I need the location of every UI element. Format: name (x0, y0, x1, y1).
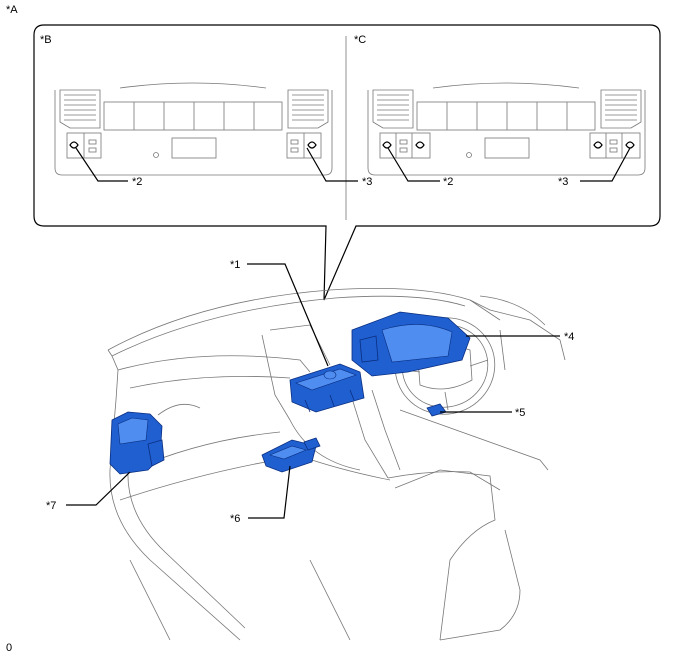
leader-line-3-right (580, 147, 631, 182)
leader-line-2-right (387, 147, 440, 182)
label-component-1: *1 (230, 259, 240, 271)
label-view-a: *A (6, 4, 18, 16)
label-heater-switch-2-left: *2 (132, 176, 142, 188)
label-view-c: *C (354, 34, 366, 46)
component-4-combination-meter (351, 311, 471, 377)
component-6-lower-module (261, 437, 321, 473)
leader-line-7 (66, 471, 131, 506)
label-heater-switch-2-right: *2 (443, 176, 453, 188)
label-heater-switch-3-left: *3 (362, 176, 372, 188)
leader-line-6 (248, 465, 291, 519)
label-component-4: *4 (564, 331, 574, 343)
leader-line-1 (247, 263, 329, 367)
leader-line-3-left (306, 147, 358, 182)
leader-line-2-left (75, 147, 128, 182)
component-1-center-module (289, 363, 365, 413)
inset-b-center-panel (54, 82, 333, 176)
label-component-7: *7 (46, 500, 56, 512)
inset-c-center-panel (367, 82, 646, 176)
label-view-b: *B (40, 34, 52, 46)
label-component-5: *5 (515, 407, 525, 419)
dashboard-outline (107, 287, 566, 641)
component-7-junction-block (109, 411, 165, 475)
label-component-6: *6 (230, 513, 240, 525)
inset-callout (33, 24, 661, 301)
label-heater-switch-3-right: *3 (558, 176, 568, 188)
footer-code: 0 (6, 642, 12, 654)
